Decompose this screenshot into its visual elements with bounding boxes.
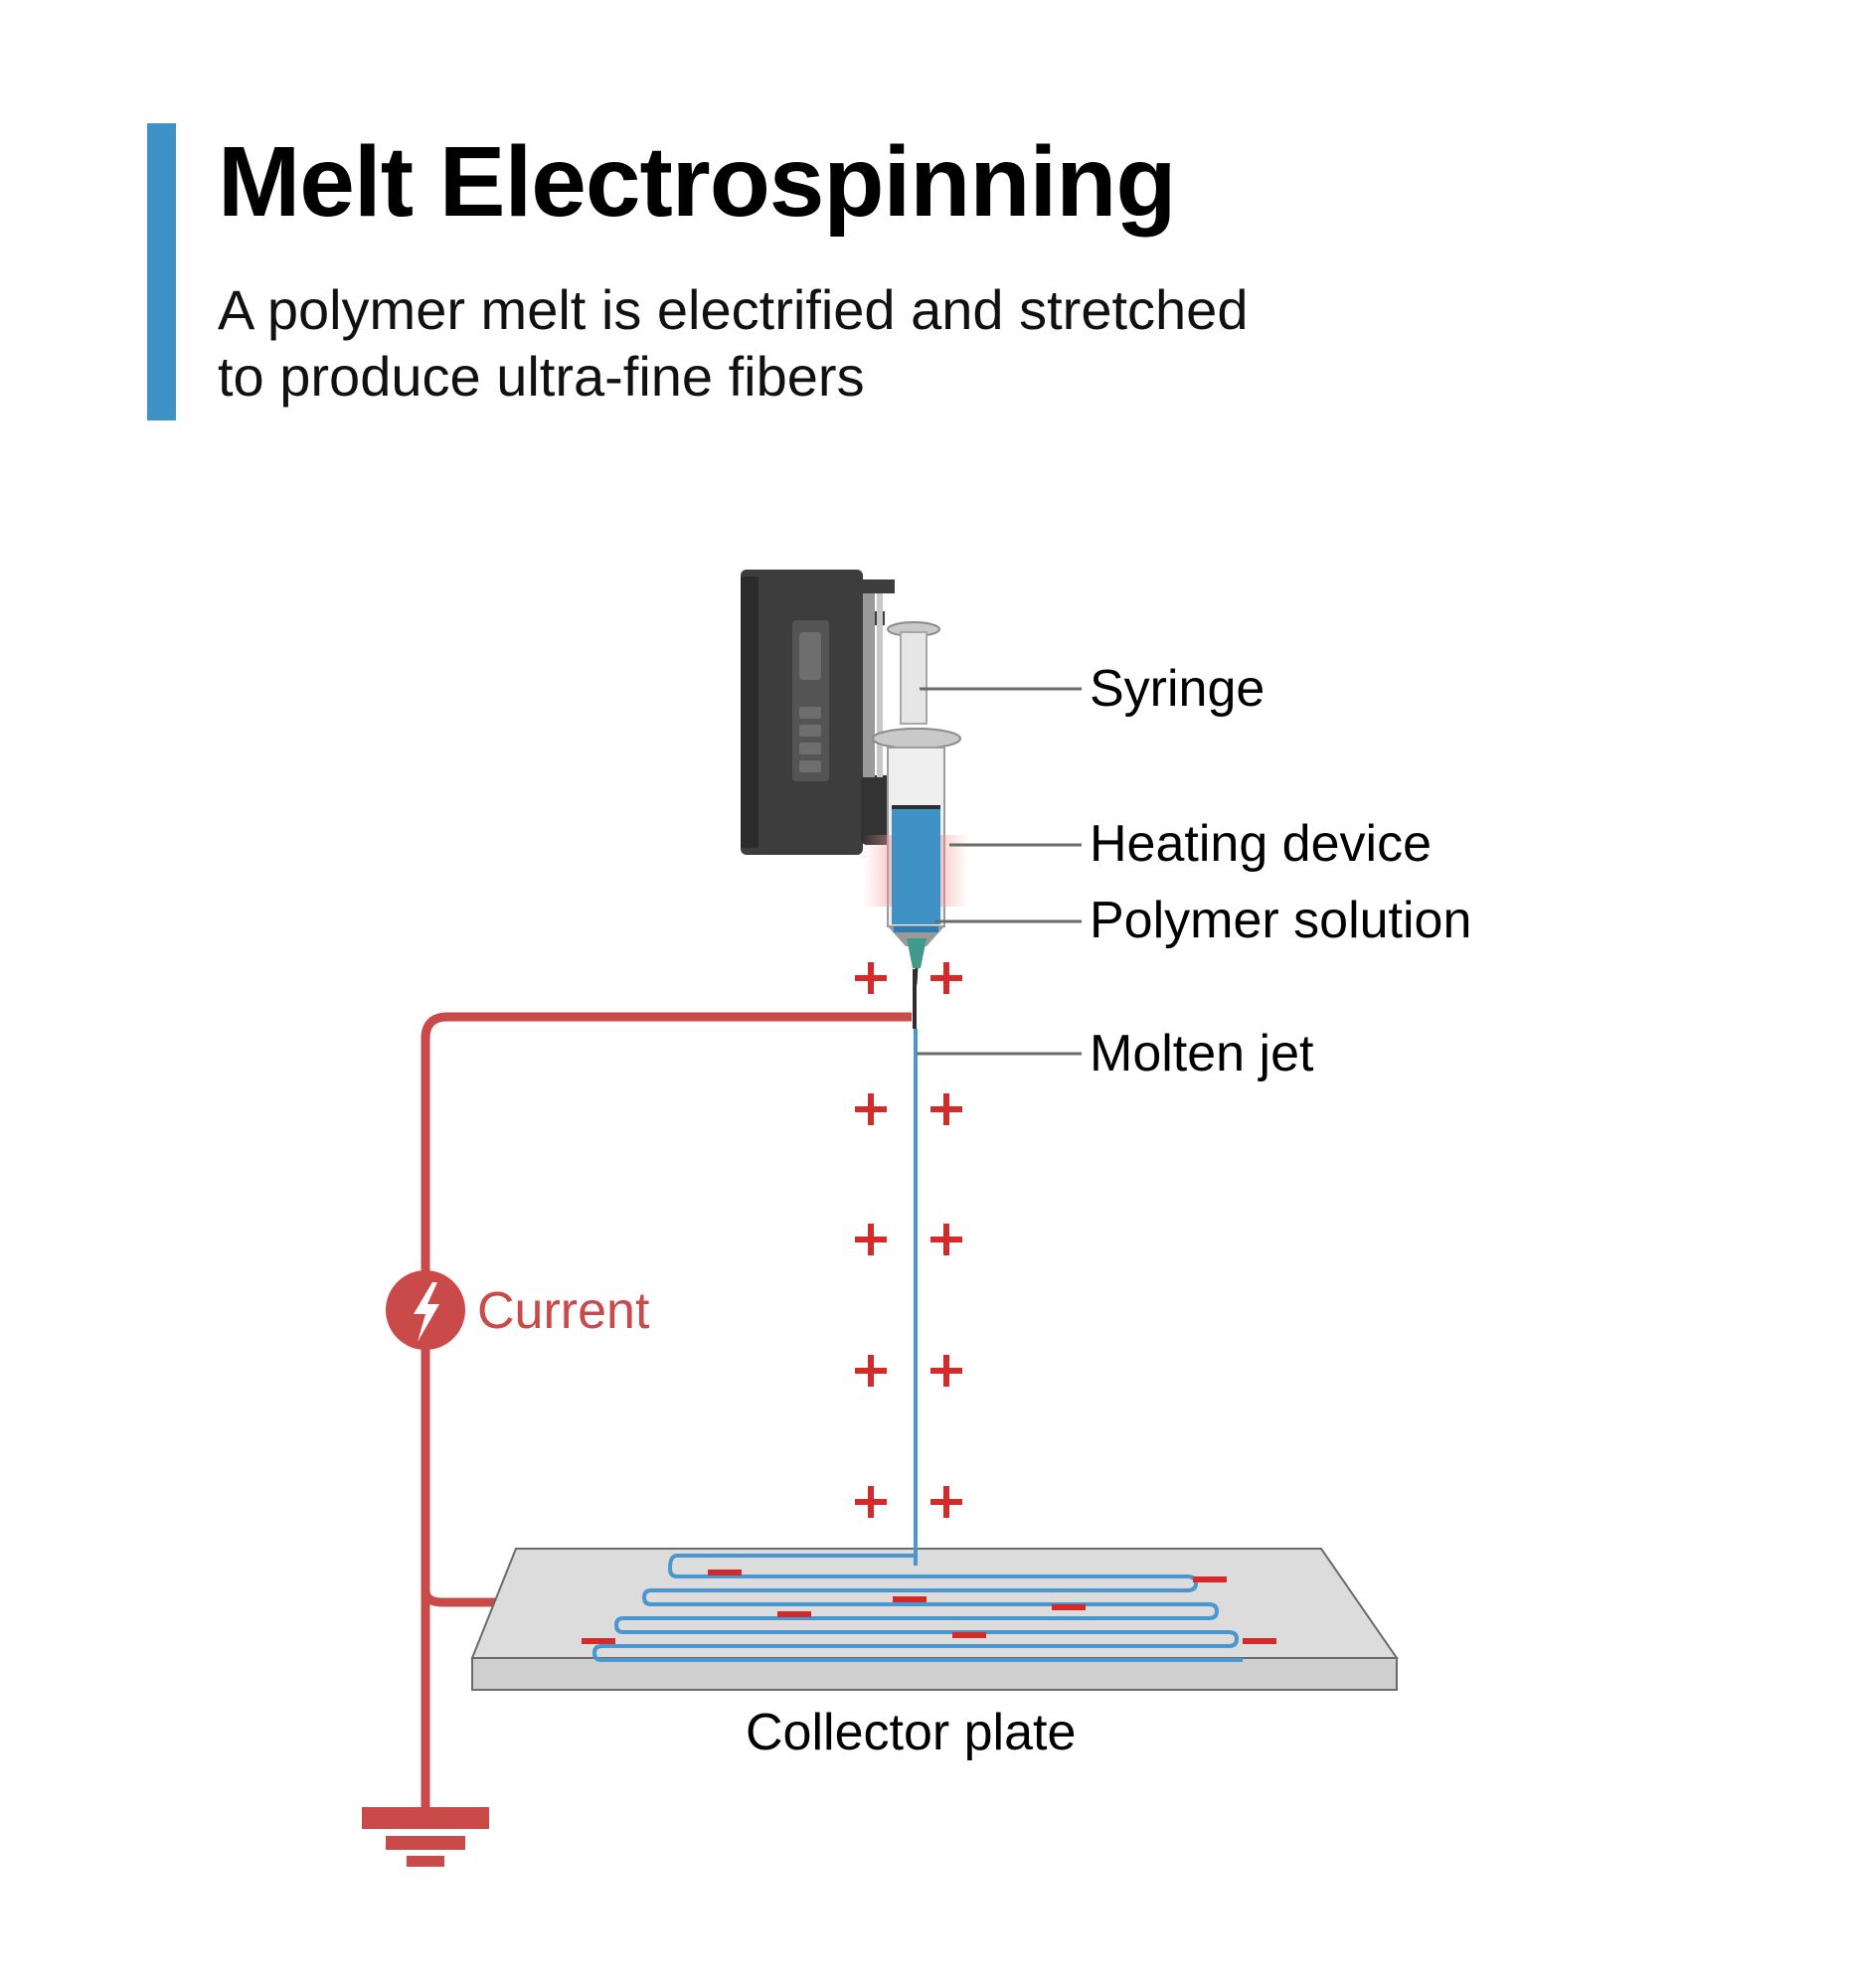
positive-charge (930, 1355, 962, 1387)
positive-charge (930, 1486, 962, 1518)
syringe-needle (907, 938, 927, 985)
molten-jet-label: Molten jet (1090, 1025, 1314, 1082)
negative-charge (952, 1632, 986, 1638)
negative-charge (708, 1570, 742, 1575)
positive-charge (930, 1224, 962, 1255)
polymer-solution-label: Polymer solution (1090, 892, 1471, 949)
current-source (386, 1270, 465, 1350)
heating-device-label: Heating device (1090, 815, 1432, 873)
page-subtitle: A polymer melt is electrified and stretc… (218, 276, 1411, 410)
syringe-label: Syringe (1090, 660, 1265, 718)
positive-charge (855, 1355, 887, 1387)
negative-charges (582, 1570, 1276, 1644)
circuit-wire (421, 1012, 912, 1814)
deposited-fiber (592, 1554, 1243, 1662)
positive-charge (855, 1093, 887, 1125)
negative-charge (1243, 1638, 1276, 1644)
negative-charge (1193, 1576, 1227, 1582)
negative-charge (777, 1611, 811, 1617)
positive-charge (930, 1093, 962, 1125)
polymer-solution (888, 809, 944, 946)
ground-symbol-icon (362, 1807, 489, 1867)
negative-charge (1052, 1604, 1086, 1610)
collector-plate-label: Collector plate (746, 1704, 1076, 1761)
subtitle-line-1: A polymer melt is electrified and stretc… (218, 278, 1249, 341)
pump-screen (799, 632, 821, 680)
positive-charge (855, 1486, 887, 1518)
title-accent-bar (147, 123, 176, 420)
page-title: Melt Electrospinning (218, 126, 1176, 238)
negative-charge (582, 1638, 615, 1644)
positive-charge (930, 962, 962, 994)
current-label: Current (477, 1282, 650, 1340)
leader-lines (917, 687, 1082, 1056)
subtitle-line-2: to produce ultra-fine fibers (218, 345, 865, 408)
negative-charge (893, 1596, 927, 1602)
positive-charges (855, 962, 962, 1518)
lightning-bolt-icon (414, 1282, 439, 1342)
positive-charge (855, 1224, 887, 1255)
positive-charge (855, 962, 887, 994)
